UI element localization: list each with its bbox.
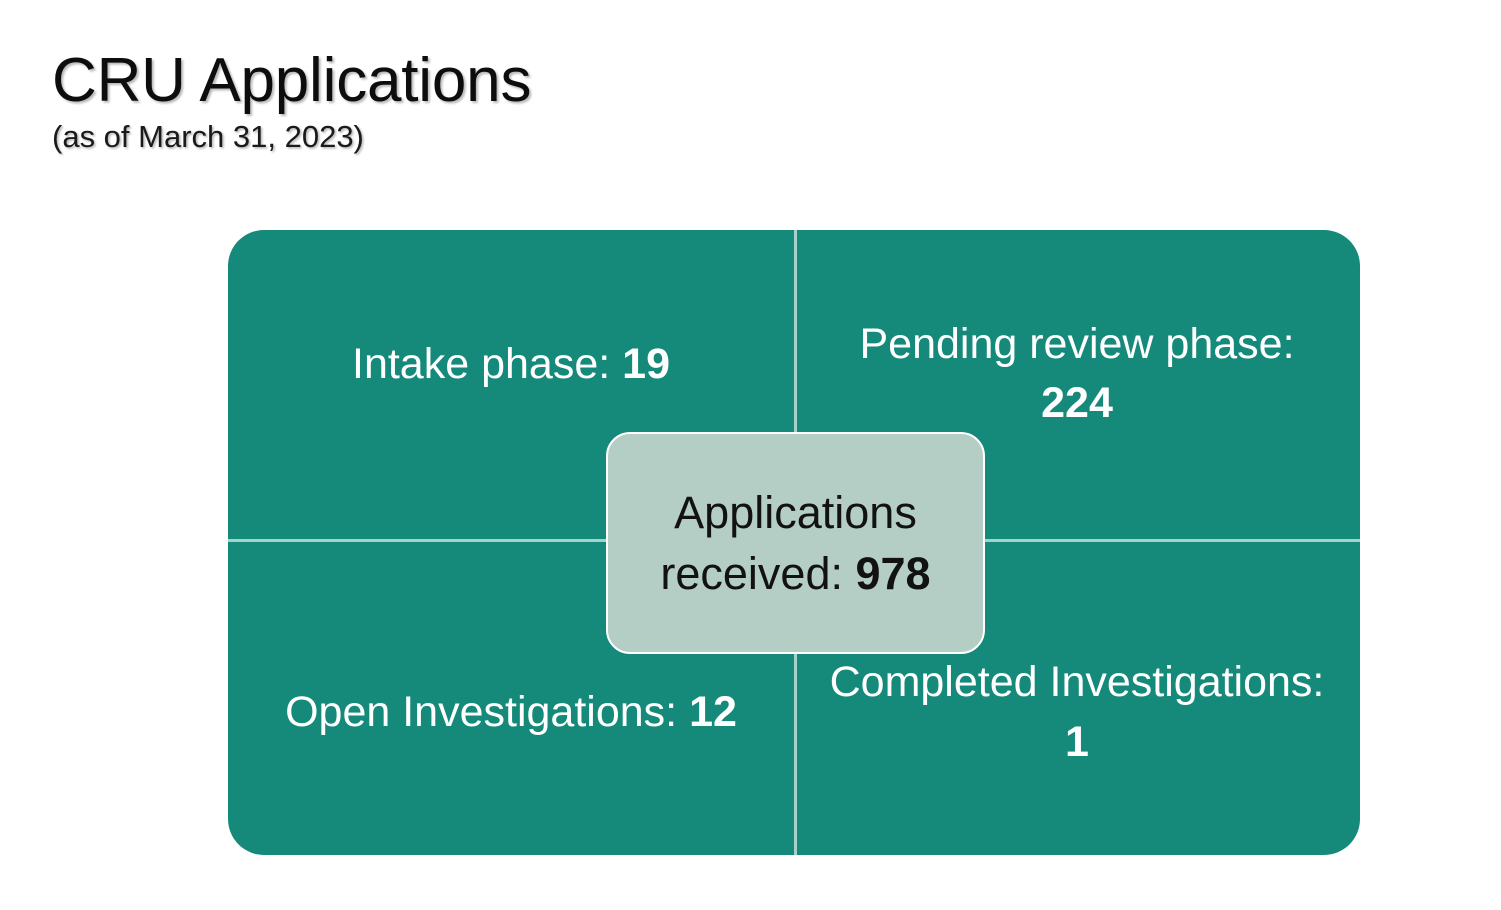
quadrant-pending-review-phase[interactable]: Pending review phase: 224 <box>794 230 1360 543</box>
heading-block: CRU Applications (as of March 31, 2023) <box>52 48 952 154</box>
page-subtitle: (as of March 31, 2023) <box>52 118 364 154</box>
quadrant-open-investigations-value: 12 <box>689 688 737 737</box>
center-callout-label: Applications received: <box>660 486 917 599</box>
quadrant-completed-investigations-label: Completed Investigations: <box>829 658 1325 707</box>
quadrant-intake-phase-text: Intake phase: 19 <box>352 335 670 394</box>
center-callout-text: Applications received: 978 <box>608 482 983 604</box>
quadrant-pending-review-phase-text: Pending review phase: 224 <box>828 315 1326 434</box>
quadrant-grid: Intake phase: 19 Pending review phase: 2… <box>228 230 1360 855</box>
quadrant-matrix: Intake phase: 19 Pending review phase: 2… <box>228 230 1360 855</box>
quadrant-completed-investigations-text: Completed Investigations: 1 <box>828 653 1326 772</box>
quadrant-pending-review-phase-value: 224 <box>1041 379 1113 428</box>
center-callout-value: 978 <box>855 548 931 599</box>
quadrant-completed-investigations-value: 1 <box>1065 717 1089 766</box>
quadrant-open-investigations-text: Open Investigations: 12 <box>285 683 737 742</box>
center-callout-box[interactable]: Applications received: 978 <box>606 432 985 654</box>
quadrant-completed-investigations[interactable]: Completed Investigations: 1 <box>794 543 1360 856</box>
quadrant-intake-phase-value: 19 <box>622 339 670 388</box>
quadrant-open-investigations[interactable]: Open Investigations: 12 <box>228 543 794 856</box>
quadrant-open-investigations-label: Open Investigations: <box>285 688 678 737</box>
page-title: CRU Applications <box>52 46 532 115</box>
quadrant-pending-review-phase-label: Pending review phase: <box>859 319 1295 368</box>
quadrant-intake-phase-label: Intake phase: <box>352 339 611 388</box>
quadrant-intake-phase[interactable]: Intake phase: 19 <box>228 230 794 543</box>
